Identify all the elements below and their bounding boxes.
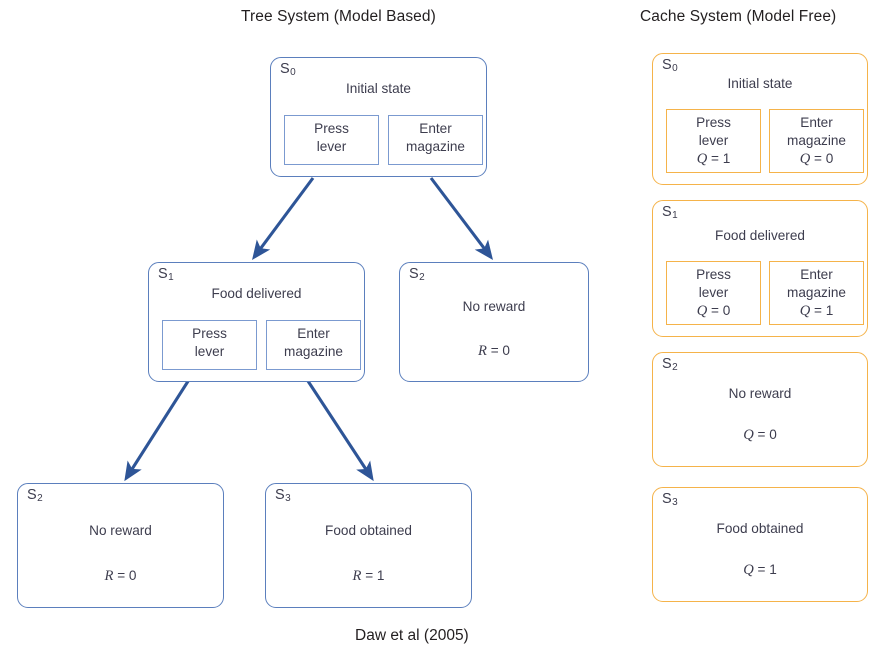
tree-state-s1-label: S1	[158, 266, 174, 283]
tree-state-s2-bottom[interactable]: S2 No reward R = 0	[17, 483, 224, 608]
cache-s1-action-enter-magazine-q: Q = 1	[799, 302, 834, 319]
cache-s1-action-press-lever-line1: Press	[696, 267, 731, 282]
tree-state-s3-bottom-value: R = 1	[352, 568, 385, 584]
tree-s1-action-enter-magazine-line2: magazine	[284, 343, 343, 359]
cache-state-s3-desc: Food obtained	[716, 521, 804, 536]
cache-s0-action-enter-magazine-line1: Enter	[800, 115, 833, 130]
tree-s0-action-enter-magazine-line2: magazine	[406, 138, 465, 154]
tree-s1-action-press-lever[interactable]: Press lever	[162, 320, 257, 370]
arrow-s0-enter-magazine-to-s2	[429, 177, 493, 260]
cache-s1-action-enter-magazine[interactable]: Enter magazine Q = 1	[769, 261, 864, 325]
tree-state-s3-bottom[interactable]: S3 Food obtained R = 1	[265, 483, 472, 608]
tree-state-s2-bottom-value: R = 0	[104, 568, 137, 584]
cache-s0-action-enter-magazine-line2: magazine	[787, 132, 846, 148]
cache-s1-action-press-lever-line2: lever	[698, 284, 729, 300]
cache-state-s0-label: S0	[662, 57, 678, 74]
cache-state-s0[interactable]: S0 Initial state Press lever Q = 1 Enter…	[652, 53, 868, 185]
tree-s0-action-press-lever-line2: lever	[316, 138, 347, 154]
arrow-s1-enter-magazine-to-s3	[302, 374, 374, 482]
cache-state-s1-desc: Food delivered	[715, 228, 805, 243]
tree-state-s2-middle-desc: No reward	[462, 299, 526, 314]
tree-s0-action-enter-magazine-line1: Enter	[419, 121, 452, 136]
tree-s1-action-press-lever-line1: Press	[192, 326, 227, 341]
cache-s0-action-press-lever-line2: lever	[698, 132, 729, 148]
tree-state-s0[interactable]: S0 Initial state Press lever Enter magaz…	[270, 57, 487, 177]
cache-s0-action-press-lever[interactable]: Press lever Q = 1	[666, 109, 761, 173]
tree-state-s2-middle-value: R = 0	[478, 343, 510, 359]
tree-state-s1[interactable]: S1 Food delivered Press lever Enter maga…	[148, 262, 365, 382]
cache-state-s3-value: Q = 1	[743, 562, 777, 578]
cache-state-s2-label: S2	[662, 356, 678, 373]
cache-state-s2-desc: No reward	[728, 386, 792, 401]
tree-state-s3-bottom-label: S3	[275, 487, 291, 504]
cache-s1-action-press-lever-q: Q = 0	[696, 302, 731, 319]
tree-s0-action-press-lever-line1: Press	[314, 121, 349, 136]
tree-state-s1-desc: Food delivered	[211, 286, 302, 301]
cache-state-s3[interactable]: S3 Food obtained Q = 1	[652, 487, 868, 602]
tree-s0-action-press-lever[interactable]: Press lever	[284, 115, 379, 165]
cache-s1-action-enter-magazine-line1: Enter	[800, 267, 833, 282]
tree-system-title: Tree System (Model Based)	[241, 8, 436, 25]
tree-state-s3-bottom-desc: Food obtained	[325, 523, 412, 538]
cache-state-s2-value: Q = 0	[743, 427, 777, 443]
arrow-s1-press-lever-to-s2	[124, 374, 194, 482]
cache-s0-action-press-lever-q: Q = 1	[696, 150, 731, 167]
tree-state-s2-middle[interactable]: S2 No reward R = 0	[399, 262, 589, 382]
tree-s1-action-press-lever-line2: lever	[194, 343, 225, 359]
cache-s1-action-press-lever[interactable]: Press lever Q = 0	[666, 261, 761, 325]
tree-s1-action-enter-magazine-line1: Enter	[297, 326, 330, 341]
cache-s0-action-press-lever-line1: Press	[696, 115, 731, 130]
cache-s0-action-enter-magazine[interactable]: Enter magazine Q = 0	[769, 109, 864, 173]
cache-state-s1-label: S1	[662, 204, 678, 221]
cache-state-s2[interactable]: S2 No reward Q = 0	[652, 352, 868, 467]
tree-state-s0-desc: Initial state	[346, 81, 411, 96]
cache-system-title: Cache System (Model Free)	[640, 8, 837, 25]
arrow-s0-press-lever-to-s1	[252, 177, 315, 260]
figure-caption: Daw et al (2005)	[355, 627, 469, 644]
tree-state-s2-middle-label: S2	[409, 266, 425, 283]
tree-s1-action-enter-magazine[interactable]: Enter magazine	[266, 320, 361, 370]
cache-s1-action-enter-magazine-line2: magazine	[787, 284, 846, 300]
tree-state-s2-bottom-label: S2	[27, 487, 43, 504]
cache-s0-action-enter-magazine-q: Q = 0	[799, 150, 834, 167]
cache-state-s0-desc: Initial state	[727, 76, 793, 91]
tree-s0-action-enter-magazine[interactable]: Enter magazine	[388, 115, 483, 165]
tree-state-s0-label: S0	[280, 61, 296, 78]
cache-state-s1[interactable]: S1 Food delivered Press lever Q = 0 Ente…	[652, 200, 868, 337]
tree-state-s2-bottom-desc: No reward	[89, 523, 152, 538]
cache-state-s3-label: S3	[662, 491, 678, 508]
